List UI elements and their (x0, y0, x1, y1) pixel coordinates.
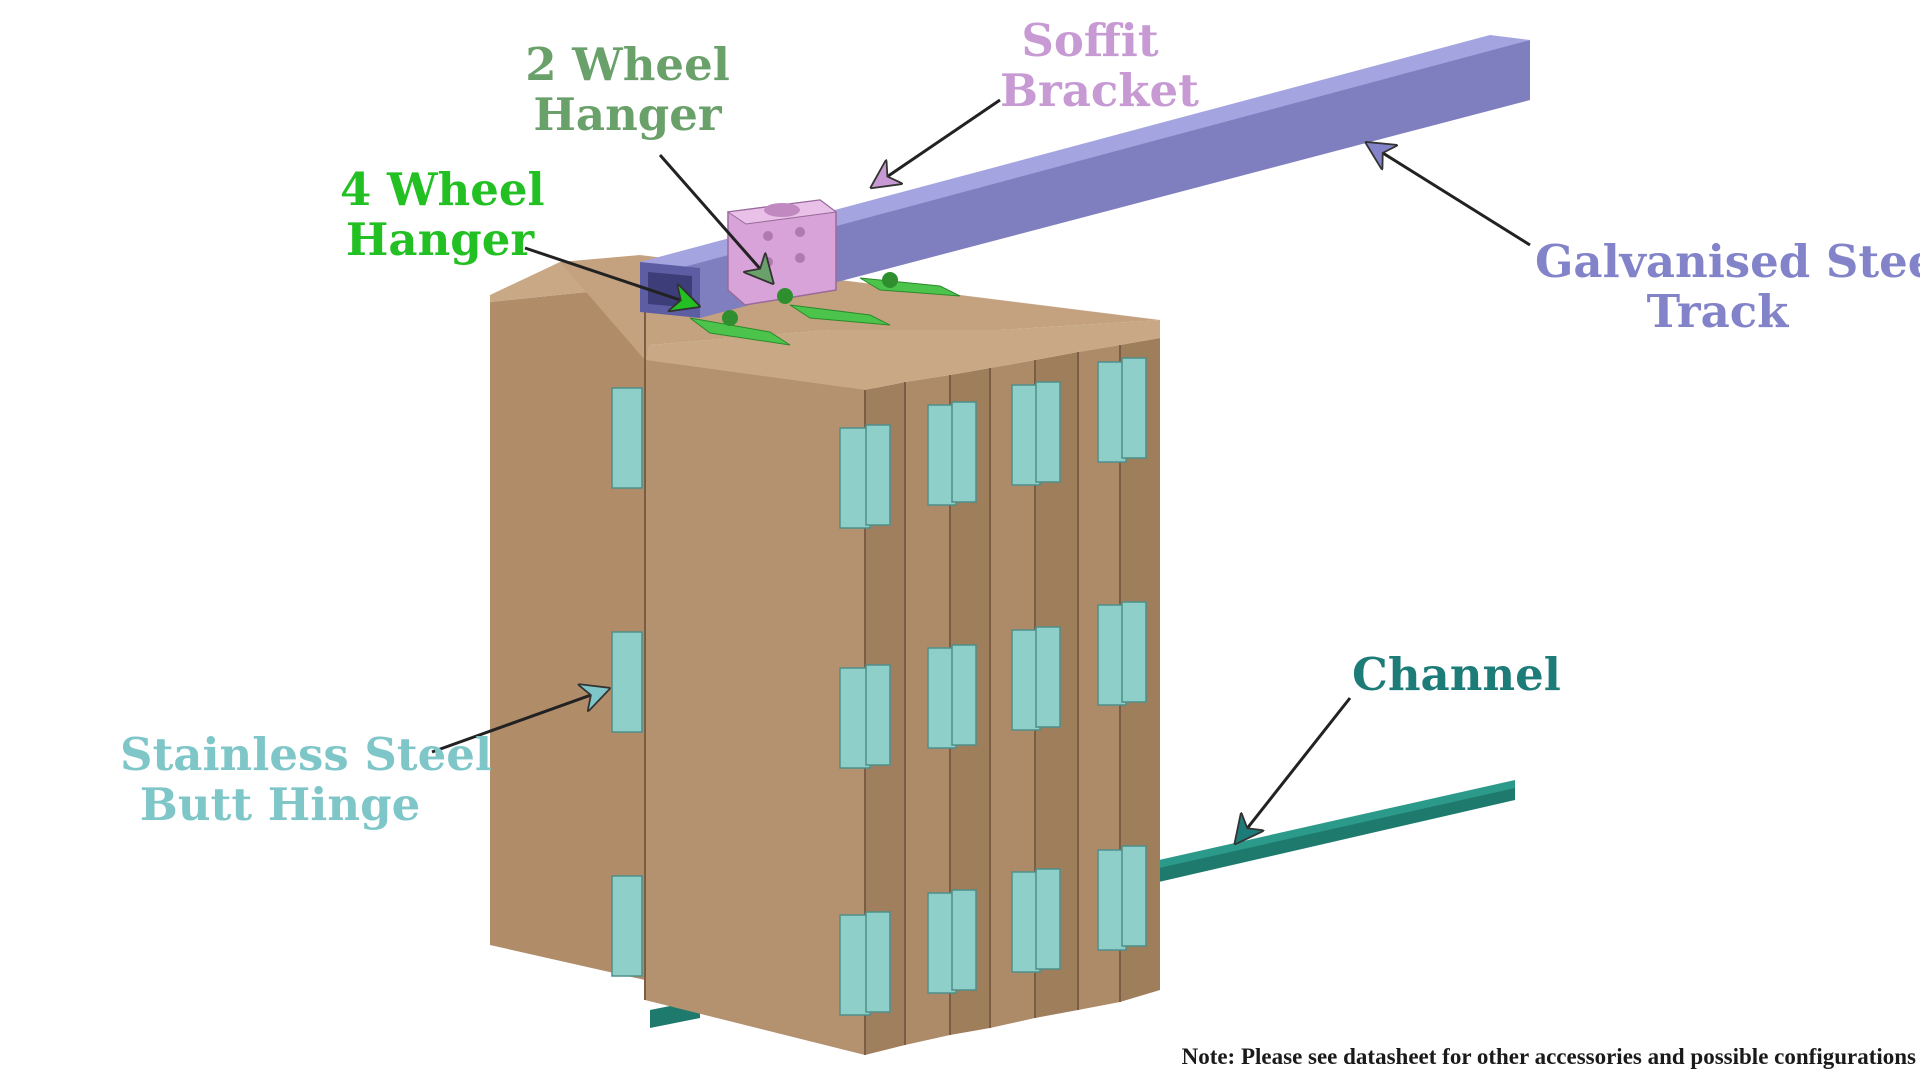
soffit-bracket-label: Soffit Bracket (1000, 14, 1199, 117)
channel-label: Channel (1352, 650, 1561, 700)
four-wheel-hanger-line1: 4 Wheel (340, 163, 545, 216)
butt-hinge-line1: Stainless Steel (120, 728, 492, 781)
soffit-bracket-line2: Bracket (1000, 64, 1199, 117)
soffit-bracket-arrow (875, 98, 1001, 185)
four-wheel-hanger-label: 4 Wheel Hanger (340, 163, 545, 266)
four-wheel-hanger-arrow (524, 246, 695, 305)
two-wheel-hanger-line2: Hanger (533, 88, 722, 141)
footnote: Note: Please see datasheet for other acc… (1181, 1044, 1916, 1069)
galvanised-track-line2: Track (1646, 285, 1789, 338)
galvanised-track-label: Galvanised Steel Track (1535, 235, 1920, 338)
two-wheel-hanger-arrow (658, 154, 770, 280)
butt-hinges (611, 357, 1147, 1016)
two-wheel-hanger-label: 2 Wheel Hanger (525, 40, 730, 140)
galvanised-track-arrow (1370, 145, 1531, 247)
four-wheel-hanger-line2: Hanger (345, 213, 535, 266)
two-wheel-hanger-line1: 2 Wheel (525, 38, 730, 91)
butt-hinge-arrow (431, 690, 605, 754)
soffit-bracket-line1: Soffit (1021, 14, 1159, 67)
galvanised-track-line1: Galvanised Steel (1535, 235, 1920, 288)
butt-hinge-label: Stainless Steel Butt Hinge (120, 728, 492, 831)
hanger-wheels (722, 272, 898, 326)
butt-hinge-line2: Butt Hinge (139, 778, 421, 831)
channel-line1: Channel (1352, 648, 1561, 701)
channel-arrow (1238, 697, 1352, 840)
